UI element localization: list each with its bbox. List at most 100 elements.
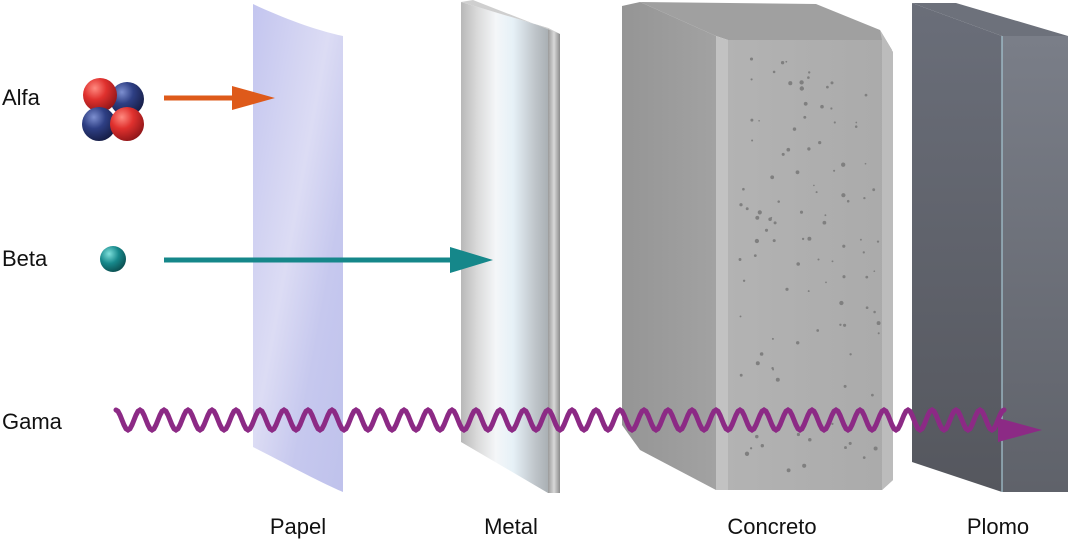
concrete-pore bbox=[745, 207, 749, 211]
concrete-pore bbox=[785, 287, 789, 291]
concrete-pore bbox=[802, 463, 807, 468]
concrete-pore bbox=[807, 147, 811, 151]
paper-barrier bbox=[253, 4, 343, 492]
concrete-pore bbox=[777, 200, 780, 203]
concrete-pore bbox=[876, 240, 880, 243]
concrete-pore bbox=[849, 353, 852, 356]
concrete-pore bbox=[764, 228, 769, 232]
concrete-pore bbox=[754, 238, 760, 244]
concrete-pore bbox=[803, 115, 807, 119]
concrete-pore bbox=[863, 196, 866, 200]
concrete-pore bbox=[739, 373, 743, 377]
concrete-pore bbox=[749, 57, 754, 61]
concrete-pore bbox=[796, 432, 801, 437]
concrete-pore bbox=[830, 81, 834, 85]
concrete-label: Concreto bbox=[727, 514, 816, 539]
alpha-particle-icon bbox=[82, 78, 144, 141]
concrete-pore bbox=[833, 121, 836, 124]
concrete-pore bbox=[846, 199, 850, 203]
concrete-pore bbox=[854, 125, 858, 128]
concrete-pore bbox=[826, 85, 829, 89]
concrete-pore bbox=[842, 275, 846, 279]
concrete-pore bbox=[848, 441, 852, 445]
concrete-pore bbox=[755, 361, 760, 366]
concrete-pore bbox=[739, 203, 743, 207]
concrete-pore bbox=[780, 61, 785, 65]
concrete-pore bbox=[841, 162, 846, 167]
concrete-pore bbox=[785, 60, 788, 63]
concrete-pore bbox=[755, 215, 760, 220]
concrete-pore bbox=[871, 393, 874, 397]
concrete-pore bbox=[755, 434, 759, 439]
concrete-pore bbox=[772, 239, 776, 243]
concrete-pore bbox=[786, 468, 791, 473]
alpha-label: Alfa bbox=[2, 85, 41, 110]
concrete-pore bbox=[739, 315, 742, 318]
beta-particle-icon bbox=[100, 246, 126, 272]
concrete-pore bbox=[855, 121, 858, 124]
concrete-pore bbox=[799, 210, 804, 214]
concrete-pore bbox=[843, 323, 847, 327]
concrete-pore bbox=[843, 384, 847, 388]
concrete-pore bbox=[877, 332, 880, 335]
concrete-pore bbox=[872, 188, 876, 192]
concrete-pore bbox=[865, 306, 869, 310]
concrete-pore bbox=[844, 446, 847, 450]
concrete-pore bbox=[833, 169, 836, 172]
concrete-pore bbox=[824, 214, 827, 217]
concrete-pore bbox=[808, 71, 811, 74]
concrete-pore bbox=[815, 191, 818, 194]
concrete-pore bbox=[862, 456, 866, 459]
concrete-pore bbox=[801, 237, 805, 241]
concrete-pore bbox=[759, 352, 764, 356]
lead-barrier bbox=[912, 3, 1068, 492]
concrete-pore bbox=[772, 70, 776, 74]
concrete-pore bbox=[788, 81, 793, 86]
concrete-pore bbox=[799, 80, 804, 85]
concrete-pore bbox=[757, 210, 762, 215]
concrete-pore bbox=[841, 193, 846, 198]
concrete-pore bbox=[760, 444, 764, 448]
paper-label: Papel bbox=[270, 514, 326, 539]
concrete-pore bbox=[796, 262, 800, 266]
concrete-pore bbox=[738, 258, 742, 261]
concrete-pore bbox=[795, 170, 800, 175]
concrete-pore bbox=[770, 216, 773, 219]
concrete-pore bbox=[839, 300, 844, 306]
alpha-arrow bbox=[164, 86, 275, 110]
concrete-pore bbox=[742, 187, 745, 191]
concrete-pore bbox=[753, 254, 757, 257]
concrete-pore bbox=[750, 118, 754, 122]
concrete-pore bbox=[786, 147, 791, 152]
concrete-pore bbox=[792, 127, 797, 131]
concrete-pore bbox=[751, 139, 754, 142]
concrete-pore bbox=[749, 447, 753, 450]
concrete-pore bbox=[771, 366, 774, 370]
concrete-pore bbox=[839, 323, 842, 326]
concrete-pore bbox=[813, 184, 815, 187]
beta-arrow bbox=[164, 247, 493, 273]
concrete-pore bbox=[770, 175, 775, 180]
metal-label: Metal bbox=[484, 514, 538, 539]
concrete-pore bbox=[808, 438, 812, 442]
metal-barrier bbox=[461, 0, 560, 493]
concrete-pore bbox=[818, 140, 822, 145]
concrete-pore bbox=[744, 451, 750, 456]
concrete-pore bbox=[816, 329, 820, 332]
gamma-label: Gama bbox=[2, 409, 63, 434]
concrete-pore bbox=[864, 93, 868, 97]
concrete-pore bbox=[807, 290, 810, 293]
concrete-pore bbox=[820, 104, 824, 109]
concrete-pore bbox=[807, 76, 810, 79]
concrete-pore bbox=[795, 341, 800, 345]
concrete-pore bbox=[799, 86, 804, 91]
concrete-pore bbox=[862, 251, 865, 254]
concrete-pore bbox=[876, 321, 881, 326]
concrete-pore bbox=[830, 107, 833, 110]
beta-label: Beta bbox=[2, 246, 48, 271]
gamma-wave-arrow bbox=[113, 407, 1042, 442]
concrete-pore bbox=[781, 152, 785, 156]
concrete-pore bbox=[803, 101, 808, 106]
concrete-pore bbox=[750, 78, 753, 81]
